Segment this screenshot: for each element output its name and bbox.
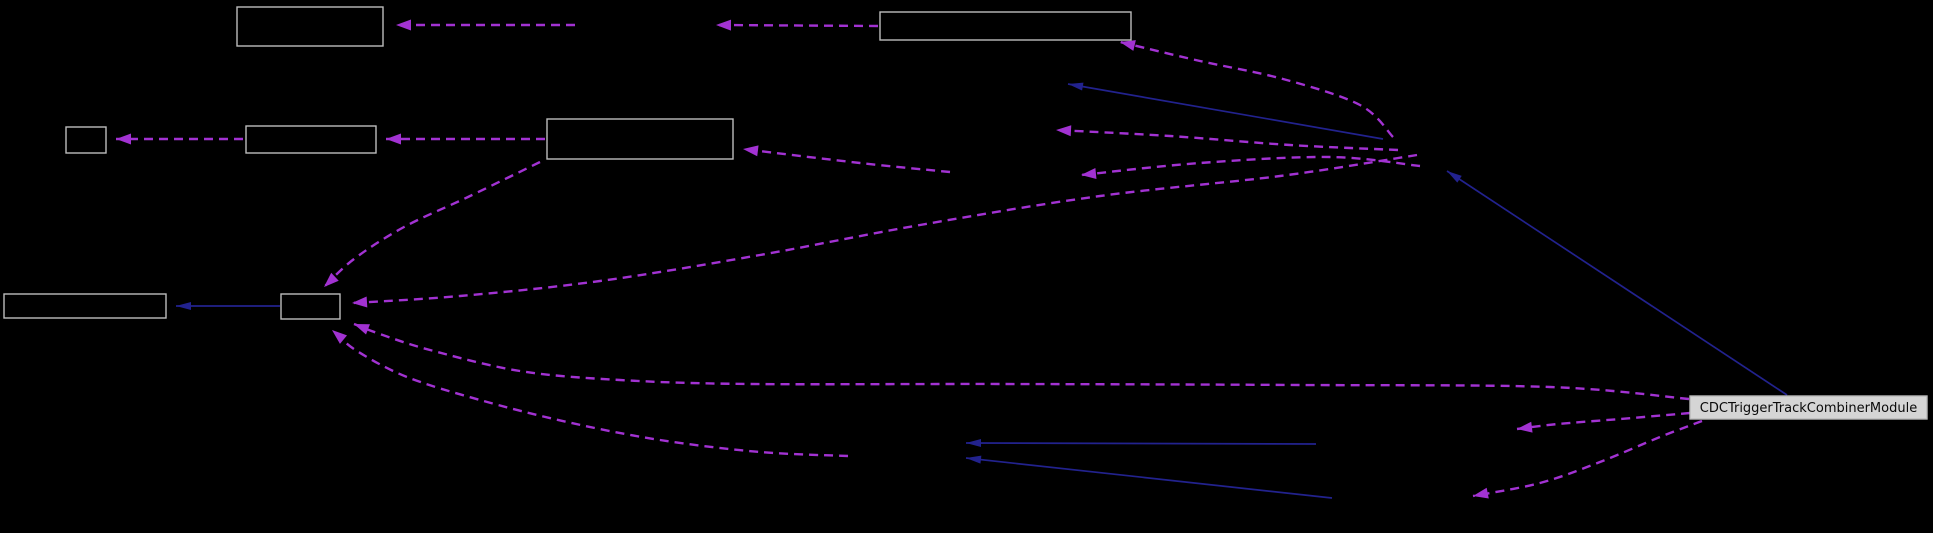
- arrowhead-icon: [966, 439, 982, 448]
- usage-edge-dashed: [353, 322, 1690, 401]
- inheritance-edge-solid: [965, 439, 1317, 448]
- usage-edge-dashed: [323, 160, 541, 288]
- inheritance-edge-solid: [176, 302, 280, 310]
- usage-edge-dashed: [1055, 125, 1399, 152]
- graph-node[interactable]: [236, 6, 384, 47]
- arrowhead-icon: [1517, 421, 1533, 433]
- inheritance-edge-solid: [1446, 170, 1788, 396]
- graph-node[interactable]: [546, 118, 734, 160]
- arrowhead-icon: [324, 272, 339, 287]
- graph-node[interactable]: [280, 293, 341, 320]
- arrowhead-icon: [1473, 487, 1489, 499]
- graph-node[interactable]: [65, 126, 107, 154]
- usage-edge-dashed: [1080, 155, 1421, 179]
- usage-edge-dashed: [715, 19, 879, 31]
- graph-node[interactable]: [3, 293, 167, 319]
- arrowhead-icon: [176, 302, 191, 310]
- arrowhead-icon: [1068, 82, 1084, 91]
- usage-edge-dashed: [386, 133, 545, 145]
- arrowhead-icon: [354, 324, 370, 335]
- usage-edge-dashed: [351, 153, 1418, 308]
- graph-node[interactable]: [245, 125, 377, 154]
- arrowhead-icon: [1447, 171, 1462, 183]
- usage-edge-dashed: [116, 133, 243, 145]
- arrowhead-icon: [1056, 125, 1072, 137]
- arrowhead-icon: [352, 296, 368, 308]
- arrowhead-icon: [332, 330, 348, 344]
- usage-edge-dashed: [1119, 40, 1394, 138]
- arrowhead-icon: [1120, 40, 1136, 51]
- node-label: CDCTriggerTrackCombinerModule: [1700, 401, 1917, 416]
- usage-edge-dashed: [396, 19, 575, 31]
- arrowhead-icon: [396, 19, 411, 31]
- inheritance-edge-solid: [1067, 82, 1384, 140]
- arrowhead-icon: [386, 133, 401, 145]
- usage-edge-dashed: [331, 329, 849, 458]
- inheritance-edge-solid: [965, 455, 1333, 499]
- graph-node-current[interactable]: CDCTriggerTrackCombinerModule: [1689, 395, 1928, 420]
- arrowhead-icon: [716, 19, 732, 31]
- arrowhead-icon: [743, 145, 759, 157]
- arrowhead-icon: [1081, 168, 1097, 179]
- arrowhead-icon: [966, 455, 982, 464]
- usage-edge-dashed: [1472, 419, 1703, 499]
- graph-node[interactable]: [879, 11, 1132, 41]
- usage-edge-dashed: [742, 145, 951, 174]
- arrowhead-icon: [116, 133, 131, 145]
- usage-edge-dashed: [1516, 411, 1691, 433]
